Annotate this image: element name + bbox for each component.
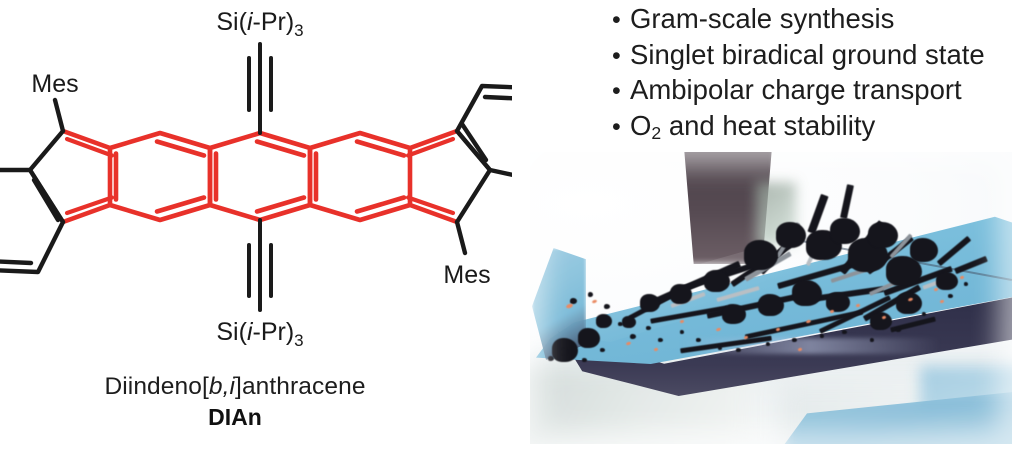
list-item: • Ambipolar charge transport [612,73,1024,109]
photo-crystal-needle [826,292,850,312]
photo-crystal-needle [618,322,623,326]
photo-crystal-needle [604,304,610,309]
highlight-text: Ambipolar charge transport [630,74,962,106]
compound-abbreviation: DIAn [208,404,262,430]
compound-caption: Diindeno[b,i]anthracene DIAn [0,372,470,432]
photo-crystal-needle [842,330,847,334]
photo-crystal-needle [820,334,824,338]
left-mes-label: Mes [31,70,78,98]
bullet-icon: • [612,6,621,34]
photo-crystal-needle [680,330,684,334]
compound-name-pre: Diindeno[ [104,373,209,400]
photo-crystal-needle [776,222,806,248]
photo-crystal-needle [948,294,953,298]
photo-crystal-needle [600,348,605,352]
chemical-structure-diagram: Si(i-Pr)3 Si(i-Pr)3 Mes Mes [0,8,512,350]
left-benzo-ring [0,167,66,275]
photo-crystal-needle [936,272,958,290]
list-item: • O2 and heat stability [612,109,1024,150]
photo-crystal-needle [704,270,730,292]
photo-crystal-needle [630,334,636,339]
bottom-alkyne [247,218,273,312]
photo-crystal-needle [896,328,901,332]
photo-crystal-needle [744,240,778,270]
left-mes-bond [52,97,66,134]
highlight-text: Gram-scale synthesis [630,3,895,34]
photo-crystal-needle [722,304,746,324]
list-item: • Gram-scale synthesis [612,2,1024,38]
photo-crystal-needle [792,280,822,306]
photo-crystal-needle [560,348,568,355]
photo-crystal-needle [910,238,938,262]
photo-crystal-needle [896,292,922,314]
bullet-icon: • [612,77,621,106]
photo-crystal-needle [766,342,770,346]
molecule-panel: Si(i-Pr)3 Si(i-Pr)3 Mes Mes Diindeno[b,i… [0,8,512,432]
bullet-icon: • [612,41,621,70]
photo-crystal-needle [670,284,692,304]
photo-crystal-needle [658,338,663,342]
photo-crystal-needle [868,222,898,248]
photo-crystal-needle [622,316,636,328]
photo-crystal-needle [646,326,651,330]
highlights-list: • Gram-scale synthesis • Singlet biradic… [612,2,1024,150]
crystal-photograph [530,152,1012,444]
photo-crystal-needle [582,358,587,362]
photo-crystal-needle [922,312,926,316]
right-mes-label: Mes [443,261,490,289]
right-mes-bond [454,219,468,256]
photo-crystal-needle [870,338,874,342]
photo-crystal-needle [640,294,660,312]
photo-crystal-needle [588,292,593,297]
photo-vignette [530,152,1012,444]
photo-crystal-needle [964,282,968,286]
top-silyl-label: Si(i-Pr)3 [216,8,303,40]
bullet-icon: • [612,112,621,141]
photo-crystal-needle [696,338,701,342]
highlight-text-formula: O2 and heat stability [630,109,876,143]
bottom-silyl-label: Si(i-Pr)3 [216,318,303,350]
compound-name-post: ]anthracene [235,373,366,400]
photo-crystal-needle [578,328,600,348]
top-alkyne [247,42,273,135]
photo-crystal-needle [570,298,577,304]
photo-crystal-needle [792,338,797,342]
list-item: • Singlet biradical ground state [612,38,1024,74]
photo-crystal-needle [870,312,892,330]
photo-crystal-needle [736,348,741,352]
compound-name-italic: b,i [208,373,236,400]
right-benzo-ring [454,83,512,178]
photo-crystal-needle [596,314,612,328]
photo-crystal-needle [718,346,722,350]
left-indeno-fivering [27,128,115,225]
compound-name: Diindeno[b,i]anthracene [0,372,470,402]
photo-crystal-needle [548,356,554,361]
photo-crystal-needle [758,294,784,316]
anthracene-core-red [107,130,413,223]
highlight-text: Singlet biradical ground state [630,38,985,70]
